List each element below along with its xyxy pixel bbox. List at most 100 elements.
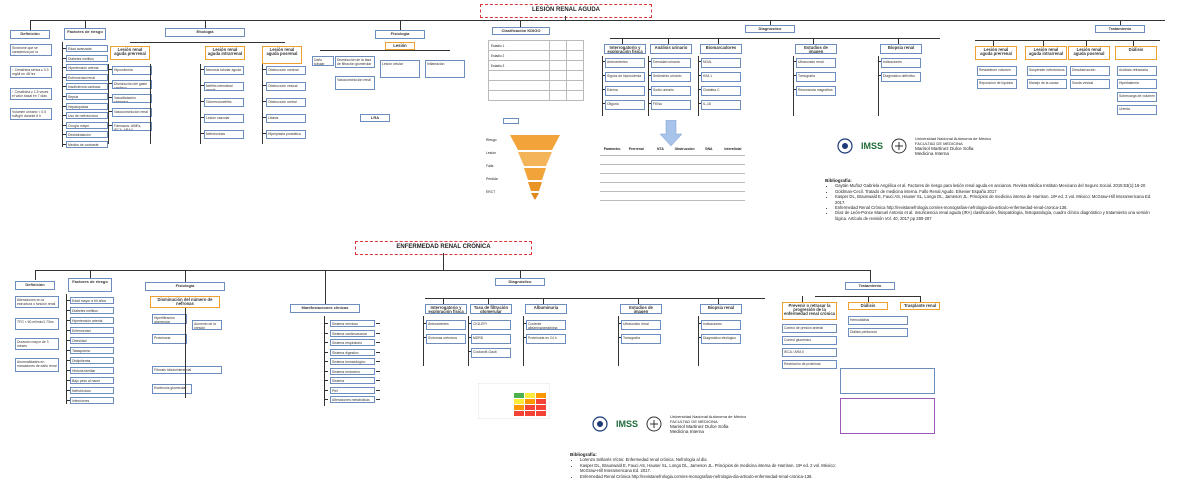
erc-factor-item: Hipertensión arterial [70,317,114,324]
heatmap-cell [536,405,546,410]
erc-factor-item: Historia familiar [70,367,114,374]
bib-entry: Díaz de León-Ponce Manuel Antonio et al.… [835,210,1155,221]
lra-definicion: Definición [10,30,50,39]
lra-diag-group: Interrogatorio y exploración física [604,44,646,54]
lra-diag-group: Biomarcadores [700,44,742,54]
erc-tratamiento: Tratamiento [845,282,895,290]
lra-etiologia-item: Hiperplasia prostática [266,130,306,139]
erc-def-item: Duración mayor de 3 meses [15,338,59,350]
lra-diag-group: Estudios de imagen [795,44,837,54]
erc-diag-item: CKD-EPI [471,320,511,330]
lra-kdigo-table: Estadio 1 Estadio 2 Estadio 3 [487,40,584,101]
lra-bibliography: Bibliografía: Gaytán Muñoz Gabriela Angé… [825,178,1155,221]
lra-etiologia-item: Vasodilatación sistémica [112,94,152,103]
lra-tx-item: Sobrecarga de volumen [1117,92,1157,102]
lra-tx-item: Acidosis refractaria [1117,66,1157,76]
erc-diag-item: Cociente albúmina/creatinina [526,320,566,330]
lra-credits: IMSS Universidad Nacional Autónoma de Mé… [835,136,991,156]
erc-def-item: Alteraciones en la estructura o función … [15,296,59,308]
lra-rifle-funnel [510,135,560,200]
erc-manif-item: Sistema musculoesquelético [330,377,375,384]
lra-tx-group: Lesión renal aguda prerrenal [975,46,1017,60]
lra-diag-item: Oliguria [605,100,645,110]
erc-credits: IMSS Universidad Nacional Autónoma de Mé… [590,414,746,434]
lra-diag-item: Ultrasonido renal [796,58,836,68]
lra-def-item: ↑ Creatinina sérica ≥ 0.3 mg/dl en 48 hr… [10,66,52,78]
heatmap-cell [536,393,546,398]
erc-factor-item: Enfermedad cardiovascular [70,327,114,334]
erc-diagnostico: Diagnóstico [495,278,545,286]
erc-diag-group: Estudios de imagen [620,304,662,314]
lra-diag-item: Cistatina C [701,86,741,96]
erc-factor-item: Diabetes mellitus [70,307,114,314]
unam-seal-icon [592,416,608,432]
lra-etiologia-item: Fármacos: AINEs, IECA, ARA II [112,122,152,131]
table-header: NTA [657,147,664,151]
erc-tx-item: Control de presión arterial [782,324,837,333]
faculty-name: FACULTAD DE MEDICINA [915,141,963,146]
lra-diag-item: Edema [605,86,645,96]
funnel-label: Riesgo [486,138,497,142]
erc-factor-item: Tabaquismo [70,347,114,354]
lra-tx-item: Reposición de líquidos [977,79,1017,89]
lra-clasificacion: Clasificación KDIGO [492,27,550,35]
funnel-label: Falla [486,164,494,168]
erc-bibliography: Bibliografía: Lorenzo Sellarés Víctor. E… [570,452,840,479]
lra-etiologia-item: Nefrotoxinas [204,130,244,139]
erc-manifestaciones: Manifestaciones clínicas [290,304,360,313]
funnel-tier [524,168,546,180]
table-row [600,155,745,156]
subject-name: Medicina Interna [915,151,949,156]
erc-diag-item: Indicaciones [701,320,741,330]
erc-def-item: Anormalidades en marcadores de daño rena… [15,358,59,372]
lra-etiologia-item: Obstrucción uretral [266,98,306,107]
lra-diag-item: Sedimento urinario [651,72,691,82]
heatmap-cell [514,399,524,404]
lra-etiologia-item: Vasoconstricción renal [112,108,152,117]
erc-manif-item: Sistema hematológico [330,358,375,365]
erc-factor-item: Infecciones [70,397,114,404]
lra-etiologia-item: Hipovolemia [112,66,152,75]
erc-kdigo-heatmap [478,383,550,419]
table-header: Obstrucción [674,147,695,151]
kdigo-stage: Estadio 2 [487,50,551,61]
lra-diag-item: Diagnóstico definitivo [881,72,921,82]
lra-tx-group: Diálisis [1115,46,1157,60]
erc-factor-item: Edad mayor a 60 años [70,297,114,304]
lra-rifle [503,118,519,124]
erc-diag-item: Cockcroft-Gault [471,348,511,358]
lra-etiologia-item: Necrosis tubular aguda [204,66,244,75]
table-header: GNA [704,147,713,151]
lra-etiologia-item: Glomerulonefritis [204,98,244,107]
erc-manif-item: Sistema endocrino [330,367,375,375]
lra-factor-item: Uso de nefrotóxicos [66,112,108,120]
erc-tx-item: Diálisis peritoneal [848,328,908,337]
lra-factor-item: Cirugía mayor [66,121,108,129]
erc-manif-item: Sistema cardiovascular [330,329,375,337]
erc-manif-item: Sistema respiratorio [330,339,375,346]
faculty-seal-icon [646,416,662,432]
lra-fisiologia: Fisiología [375,30,425,39]
erc-def-item: TFG < 60 ml/min/1.73m² [15,318,59,330]
lra-fisio-item: Vasoconstricción renal [335,76,375,90]
erc-trunk [35,270,870,271]
lra-etiologia-item: Disminución del gasto cardiaco [112,80,152,89]
funnel-label: ERCT [486,190,496,194]
lra-diagnostico: Diagnóstico [745,25,795,33]
heatmap-cell [514,405,524,410]
erc-tx-item: IECA / ARA II [782,348,837,357]
lra-diag-item: Antecedentes [605,58,645,68]
lra-fisiologia-lesion: Lesión [385,42,415,50]
down-arrow-icon [660,120,682,146]
erc-diag-item: Síntomas urémicos [426,334,466,344]
school-name: Universidad Nacional Autónoma de México [670,414,747,419]
lra-fisio-item: Daño tubular [312,56,334,66]
lra-tx-item: Restablecer volumen [977,66,1017,76]
bib-entry: Lorenzo Sellarés Víctor. Enfermedad rena… [580,457,840,462]
lra-etiologia-prerrenal: Lesión renal aguda prerrenal [110,46,150,60]
lra-diag-item: Sodio urinario [651,86,691,96]
erc-manif-item: Piel [330,386,375,394]
lra-etiologia: Etiología [165,28,245,37]
lra-tx-item: Desobstrucción [1070,66,1110,76]
